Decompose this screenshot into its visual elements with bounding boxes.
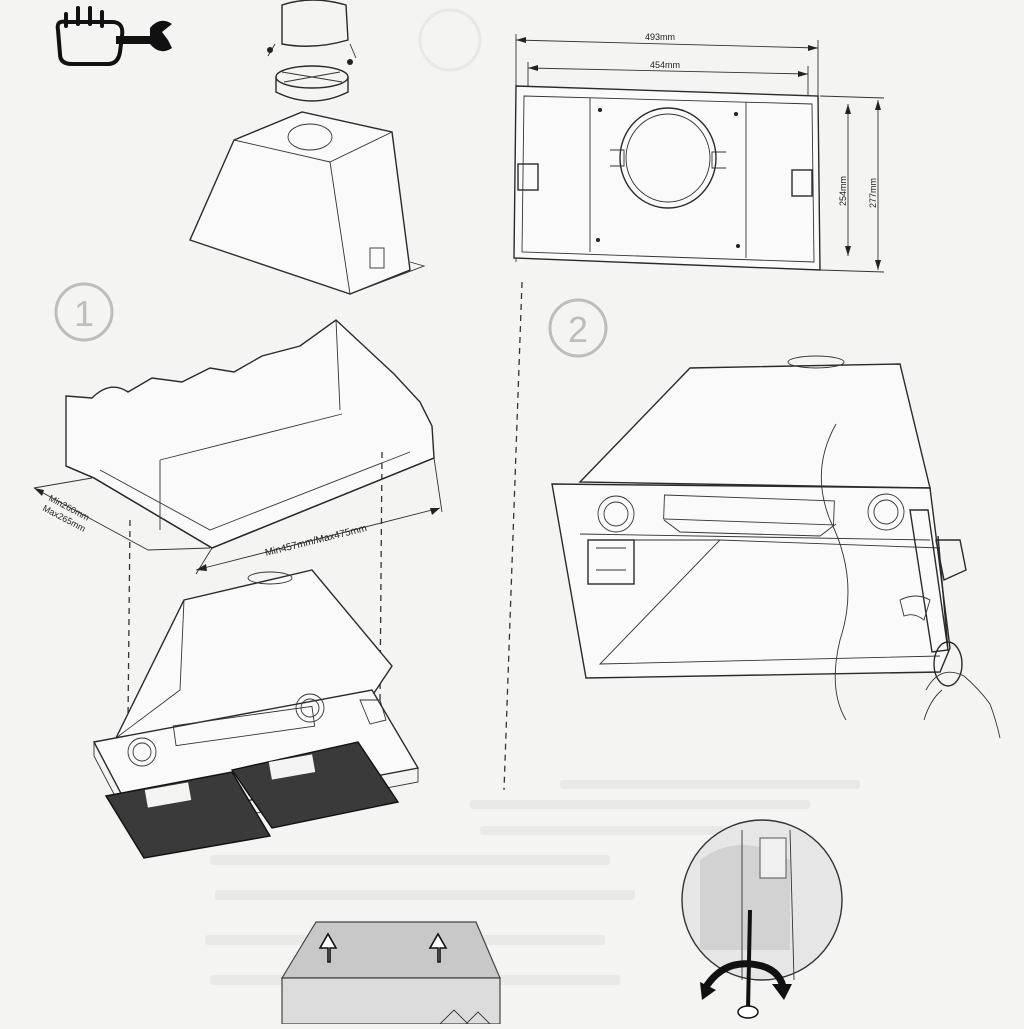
exploded-hood-assembly <box>189 0 426 295</box>
step-divider-line <box>503 281 523 791</box>
installed-hood-drawing <box>551 355 1001 739</box>
dimension-outer-width: 493mm <box>645 32 675 42</box>
wrench-icon <box>116 20 172 52</box>
step-two-number: 2 <box>568 309 588 350</box>
hand-icon <box>55 6 125 66</box>
step-two-badge: 2 <box>548 298 608 358</box>
dimension-inner-width: 454mm <box>650 60 680 70</box>
dimension-outer-height: 277mm <box>868 178 878 208</box>
cutout-width-label: Min457mm/Max475mm <box>264 523 368 559</box>
guide-line-right <box>379 451 383 701</box>
step-one-number: 1 <box>74 293 94 334</box>
cabinet-cutout-drawing: Min260mm Max265mm Min457mm/Max475mm <box>33 319 443 575</box>
guide-line-left <box>127 519 131 721</box>
hood-insert-drawing <box>92 569 420 859</box>
step-one-badge: 1 <box>54 282 114 342</box>
rotation-detail-circle <box>681 819 843 1019</box>
dimension-inner-height: 254mm <box>838 176 848 206</box>
up-arrow-icon <box>428 932 448 963</box>
filter-removal-detail <box>280 921 501 1025</box>
dimension-front-view: 493mm 454mm 254mm 277mm <box>513 32 885 273</box>
rotate-arrow-icon <box>700 960 792 1000</box>
up-arrow-icon <box>318 932 338 963</box>
